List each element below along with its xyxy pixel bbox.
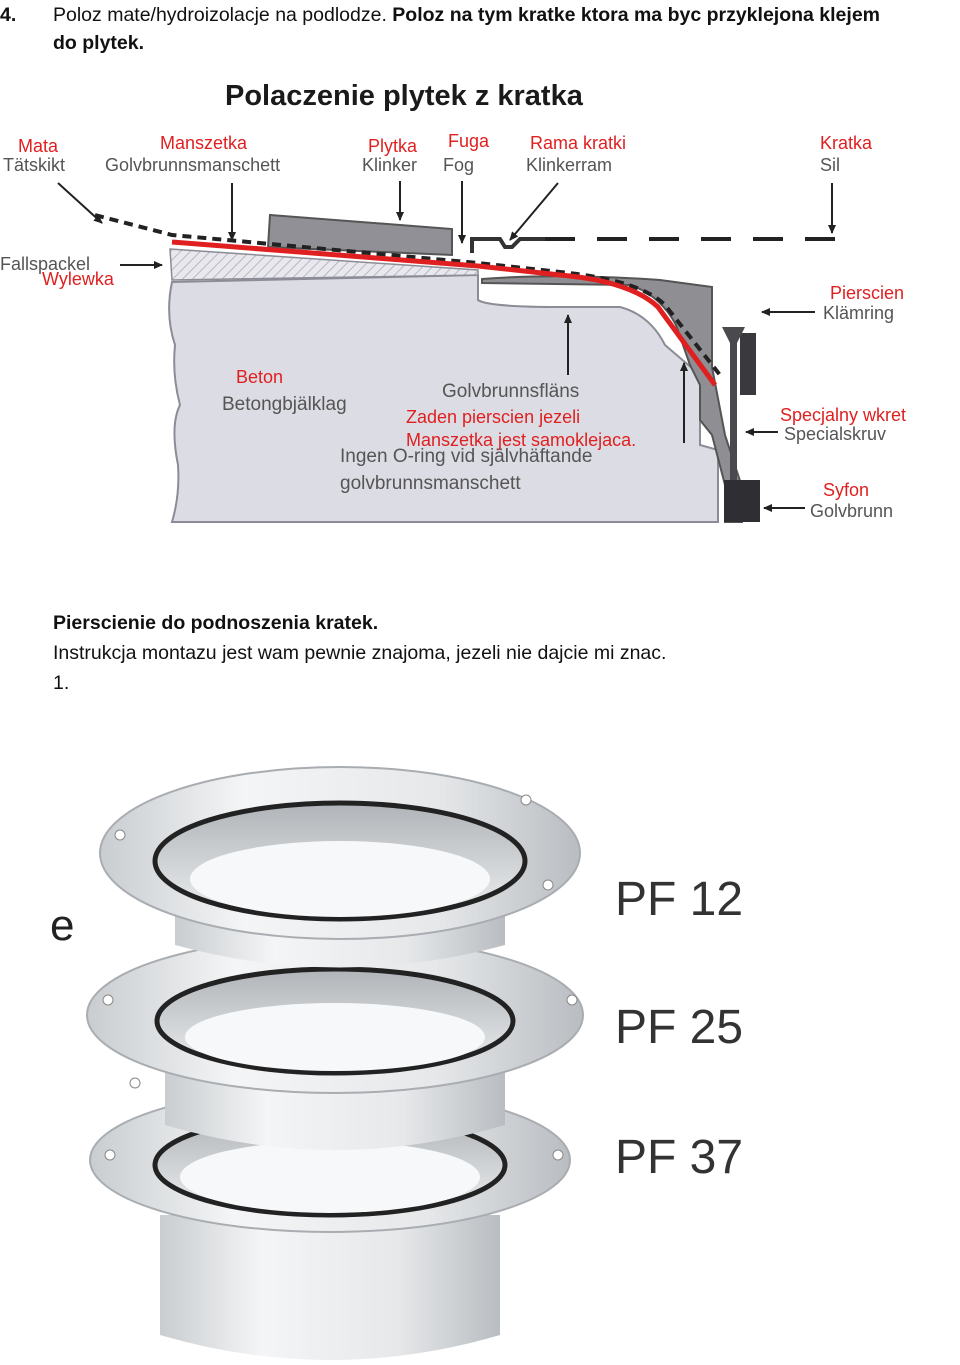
step-text-plain: Poloz mate/hydroizolacje na podlodze. [53, 4, 387, 26]
svg-text:Klämring: Klämring [823, 303, 894, 323]
svg-text:Golvbrunnsmanschett: Golvbrunnsmanschett [105, 155, 280, 175]
svg-text:Manszetka jest samoklejaca.: Manszetka jest samoklejaca. [406, 430, 636, 450]
svg-text:Fallspackel: Fallspackel [0, 254, 90, 274]
label-note: Zaden pierscien jezeli Manszetka jest sa… [340, 407, 636, 494]
svg-text:Mata: Mata [18, 136, 59, 156]
ring-pf12 [99, 766, 581, 968]
label-flans: Golvbrunnsfläns [442, 381, 579, 402]
ring-label-pf12: PF 12 [615, 873, 743, 926]
label-mata: Mata Tätskikt [3, 136, 65, 175]
label-kratka: Kratka Sil [820, 133, 873, 175]
label-rama-kratki: Rama kratki Klinkerram [526, 133, 626, 175]
tile-piece [266, 213, 453, 257]
svg-text:Wylewka: Wylewka [42, 269, 115, 289]
svg-text:Beton: Beton [236, 367, 283, 387]
svg-text:Sil: Sil [820, 155, 840, 175]
label-pierscien: Pierscien Klämring [823, 283, 904, 323]
svg-text:Fuga: Fuga [448, 131, 490, 151]
svg-text:Golvbrunn: Golvbrunn [810, 501, 893, 521]
svg-text:Ingen O-ring vid självhäftande: Ingen O-ring vid självhäftande [340, 446, 592, 467]
grate-frame [470, 237, 545, 253]
svg-text:golvbrunnsmanschett: golvbrunnsmanschett [340, 473, 521, 494]
svg-text:Kratka: Kratka [820, 133, 873, 153]
svg-text:Zaden pierscien jezeli: Zaden pierscien jezeli [406, 407, 580, 427]
ring-pf25 [86, 936, 584, 1150]
concrete-slab [168, 273, 719, 523]
svg-text:Specjalny wkret: Specjalny wkret [780, 405, 906, 425]
svg-text:Rama kratki: Rama kratki [530, 133, 626, 153]
membrane-dashed [94, 213, 722, 377]
step-line-1: Poloz mate/hydroizolacje na podlodze. Po… [53, 0, 880, 30]
svg-text:Plytka: Plytka [368, 136, 418, 156]
label-wkret: Specjalny wkret Specialskruv [780, 405, 906, 444]
clamp-ring [740, 333, 756, 395]
screed-layer [169, 248, 479, 281]
label-wylewka: Fallspackel Wylewka [0, 254, 115, 289]
raising-rings-photo: e PF 12 PF 25 PF 37 [50, 766, 743, 1360]
siphon-body [724, 480, 760, 522]
label-plytka: Plytka Klinker [362, 136, 418, 175]
label-fuga: Fuga Fog [443, 131, 490, 175]
edge-glyph: e [50, 901, 74, 950]
diagram-title: Polaczenie plytek z kratka [225, 80, 584, 112]
svg-text:Syfon: Syfon [823, 480, 869, 500]
collar-red-line [171, 239, 718, 387]
label-syfon: Syfon Golvbrunn [810, 480, 893, 521]
rings-section: Pierscienie do podnoszenia kratek. Instr… [53, 608, 666, 698]
svg-text:Tätskikt: Tätskikt [3, 155, 65, 175]
drain-cross-section-diagram: Polaczenie plytek z kratka Mata Tätskikt… [0, 80, 906, 523]
label-beton: Beton Betongbjälklag [222, 367, 347, 415]
ring-label-pf37: PF 37 [615, 1131, 743, 1184]
special-screw [722, 327, 745, 500]
step-line-2: do plytek. [53, 32, 145, 54]
ring-label-pf25: PF 25 [615, 1001, 743, 1054]
step-number: 4. [0, 4, 17, 26]
list-number: 1. [53, 672, 70, 694]
section-line: Instrukcja montazu jest wam pewnie znajo… [53, 642, 667, 664]
svg-text:Manszetka: Manszetka [160, 133, 248, 153]
svg-text:Specialskruv: Specialskruv [784, 424, 886, 444]
svg-text:Klinker: Klinker [362, 155, 417, 175]
svg-text:Pierscien: Pierscien [830, 283, 904, 303]
section-heading: Pierscienie do podnoszenia kratek. [53, 612, 379, 634]
svg-text:Betongbjälklag: Betongbjälklag [222, 394, 347, 415]
svg-text:Fog: Fog [443, 155, 474, 175]
label-manszetka: Manszetka Golvbrunnsmanschett [105, 133, 280, 175]
svg-text:Klinkerram: Klinkerram [526, 155, 612, 175]
step-text-bold: Poloz na tym kratke ktora ma byc przykle… [392, 4, 880, 26]
